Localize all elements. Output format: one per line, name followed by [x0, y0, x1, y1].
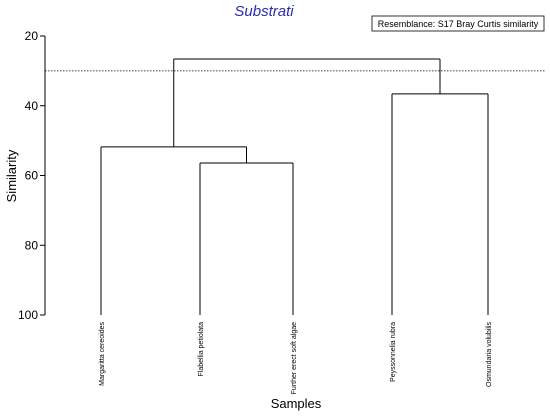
y-tick-label: 100 [18, 308, 38, 322]
chart-title: Substrati [234, 3, 294, 20]
leaf-label: Flabellia petiolata [198, 322, 205, 377]
legend-text: Resemblance: S17 Bray Curtis similarity [378, 19, 539, 29]
y-axis-label: Similarity [4, 149, 19, 202]
leaf-label: Osmundaria volubilis [486, 322, 493, 387]
leaf-label: Further erect soft algae [291, 322, 298, 394]
y-tick-label: 20 [25, 29, 39, 43]
leaf-label: Margaritta cereoides [99, 322, 106, 386]
dendrogram-branches [100, 58, 489, 315]
x-axis-label: Samples [271, 396, 322, 411]
y-tick-label: 80 [25, 238, 39, 252]
y-tick-label: 40 [25, 99, 39, 113]
y-tick-label: 60 [25, 169, 39, 183]
legend-border [371, 15, 545, 32]
y-axis-ticks: 20 40 60 80 100 [18, 29, 45, 322]
legend-box: Resemblance: S17 Bray Curtis similarity [371, 15, 545, 32]
leaf-label: Peyssonnelia rubra [390, 322, 397, 382]
leaf-labels: Margaritta cereoides Flabellia petiolata F… [99, 322, 493, 395]
